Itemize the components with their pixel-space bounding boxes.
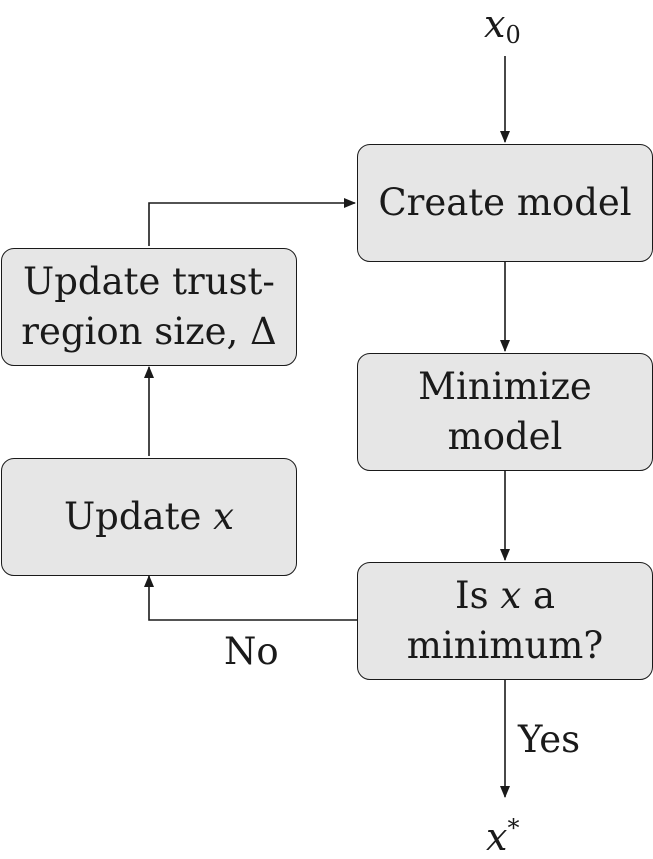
minimize-model-line1: Minimize	[418, 365, 592, 408]
yes-edge-label: Yes	[518, 718, 581, 761]
update-trust-region-node: Update trust- region size, Δ	[1, 248, 297, 366]
update-trust-line2: region size, Δ	[21, 310, 277, 353]
start-symbol: x0	[484, 4, 521, 55]
is-minimum-line2: minimum?	[406, 624, 604, 667]
is-minimum-line1: Is x a	[455, 571, 555, 621]
end-symbol: x*	[486, 808, 519, 857]
end-symbol-variable: x	[486, 815, 508, 859]
update-x-node: Update x	[1, 458, 297, 576]
is-minimum-line1-variable: x	[500, 574, 522, 617]
create-model-node: Create model	[357, 144, 653, 262]
arrow-update-trust-to-create-model	[148, 198, 356, 246]
is-minimum-decision-node: Is x a minimum?	[357, 562, 653, 680]
is-minimum-line1-suffix: a	[521, 574, 556, 617]
start-symbol-variable: x	[484, 2, 506, 46]
minimize-model-line2: model	[447, 415, 563, 458]
end-symbol-superscript: *	[507, 814, 520, 842]
update-trust-line1: Update trust-	[23, 260, 275, 303]
create-model-label: Create model	[378, 181, 632, 224]
is-minimum-line1-prefix: Is	[454, 574, 501, 617]
update-x-text: Update	[63, 495, 214, 538]
no-edge-label: No	[224, 630, 279, 673]
start-symbol-subscript: 0	[505, 21, 521, 49]
minimize-model-node: Minimize model	[357, 353, 653, 471]
update-x-variable: x	[213, 495, 234, 538]
update-x-label: Update x	[64, 492, 234, 542]
arrow-no-to-update-x	[144, 575, 357, 621]
